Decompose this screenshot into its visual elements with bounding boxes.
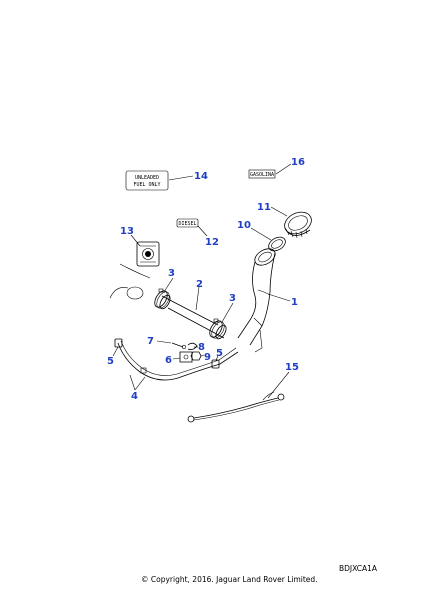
- fixing-nut[interactable]: [190, 351, 202, 361]
- callout-9[interactable]: 9: [204, 352, 211, 363]
- leader-6: [172, 357, 181, 360]
- leader-3a: [163, 277, 174, 293]
- callout-6[interactable]: 6: [165, 355, 172, 366]
- pipe-clip-right[interactable]: [211, 359, 220, 369]
- leader-4: [129, 374, 146, 391]
- hose-clip-upper[interactable]: [152, 288, 172, 311]
- leader-10: [250, 227, 272, 241]
- reference-code: BDJXCA1A: [339, 564, 377, 573]
- copyright-notice: © Copyright, 2016. Jaguar Land Rover Lim…: [141, 575, 318, 584]
- callout-5b[interactable]: 5: [216, 348, 223, 359]
- callout-1[interactable]: 1: [291, 297, 298, 308]
- leader-11: [270, 206, 288, 217]
- callout-8[interactable]: 8: [198, 342, 205, 353]
- fuel-flap-housing[interactable]: [136, 241, 160, 267]
- leader-1: [267, 293, 291, 302]
- body-panel-outline: [109, 263, 151, 300]
- leader-16: [275, 163, 292, 175]
- callout-14[interactable]: 14: [194, 171, 208, 182]
- pipe-bracket[interactable]: [179, 351, 193, 363]
- callout-7[interactable]: 7: [147, 336, 154, 347]
- callout-4[interactable]: 4: [131, 391, 138, 402]
- filler-neck-tube[interactable]: [237, 245, 278, 353]
- callout-15[interactable]: 15: [285, 362, 299, 373]
- filler-seal-ring[interactable]: [266, 234, 288, 253]
- breather-pipe[interactable]: [117, 340, 239, 381]
- leader-12: [197, 225, 208, 237]
- callout-5a[interactable]: 5: [107, 356, 114, 367]
- unleaded-line2: FUEL ONLY: [133, 182, 160, 188]
- callout-3b[interactable]: 3: [229, 293, 236, 304]
- callout-13[interactable]: 13: [120, 226, 134, 237]
- leader-13: [130, 234, 141, 247]
- diesel-text: DIESEL: [178, 221, 196, 227]
- leader-14: [168, 175, 194, 181]
- retaining-clip[interactable]: [187, 342, 198, 350]
- gasolina-label[interactable]: GASOLINA: [248, 169, 276, 179]
- leader-5a: [112, 346, 119, 357]
- callout-10[interactable]: 10: [237, 220, 251, 231]
- leader-2: [195, 286, 200, 311]
- callout-11[interactable]: 11: [257, 202, 271, 213]
- leader-3b: [221, 302, 234, 323]
- leader-5b: [215, 354, 219, 362]
- leader-9: [200, 354, 205, 357]
- unleaded-fuel-label[interactable]: UNLEADED FUEL ONLY: [125, 170, 169, 191]
- leader-15: [267, 371, 290, 399]
- connecting-hose[interactable]: [158, 294, 228, 341]
- unleaded-line1: UNLEADED: [135, 175, 159, 181]
- fixing-screw[interactable]: [171, 342, 187, 350]
- pipe-clip-left[interactable]: [114, 338, 123, 348]
- diesel-label[interactable]: DIESEL: [176, 218, 199, 228]
- filler-cap[interactable]: [281, 208, 315, 239]
- gasolina-text: GASOLINA: [250, 172, 274, 178]
- callout-3a[interactable]: 3: [168, 268, 175, 279]
- leader-7: [156, 340, 172, 344]
- hose-clip-lower[interactable]: [207, 318, 227, 341]
- callout-12[interactable]: 12: [205, 237, 219, 248]
- callout-2[interactable]: 2: [196, 279, 203, 290]
- earth-strap[interactable]: [187, 391, 285, 423]
- callout-16[interactable]: 16: [291, 157, 305, 168]
